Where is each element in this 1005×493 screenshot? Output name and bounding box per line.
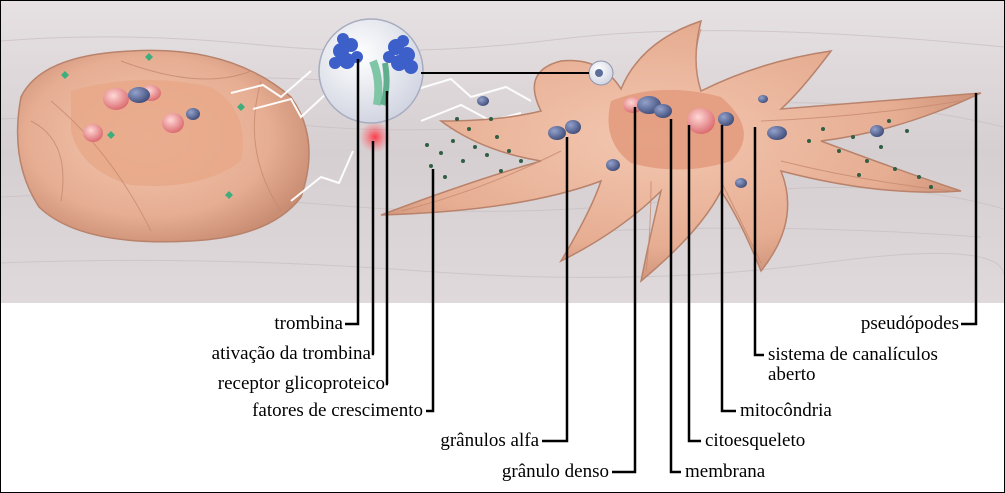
label-citoesqueleto: citoesqueleto xyxy=(705,431,805,451)
label-mitocondria: mitocôndria xyxy=(740,401,832,421)
label-receptor-glicoproteico: receptor glicoproteico xyxy=(121,374,385,394)
leader-ativacao xyxy=(373,141,374,354)
label-fatores-crescimento: fatores de crescimento xyxy=(161,401,423,421)
resting-platelet xyxy=(18,50,309,241)
label-trombina: trombina xyxy=(201,314,343,334)
label-pseudopodes: pseudópodes xyxy=(761,314,959,334)
label-granulo-denso: grânulo denso xyxy=(431,462,609,482)
label-granulos-alfa: grânulos alfa xyxy=(381,431,539,451)
label-membrana: membrana xyxy=(685,462,765,482)
label-ativacao-trombina: ativação da trombina xyxy=(121,344,371,364)
label-sistema-canaliculos-aberto: aberto xyxy=(768,365,815,385)
leader-receptor xyxy=(387,91,388,384)
label-sistema-canaliculos: sistema de canalículos xyxy=(768,345,938,365)
